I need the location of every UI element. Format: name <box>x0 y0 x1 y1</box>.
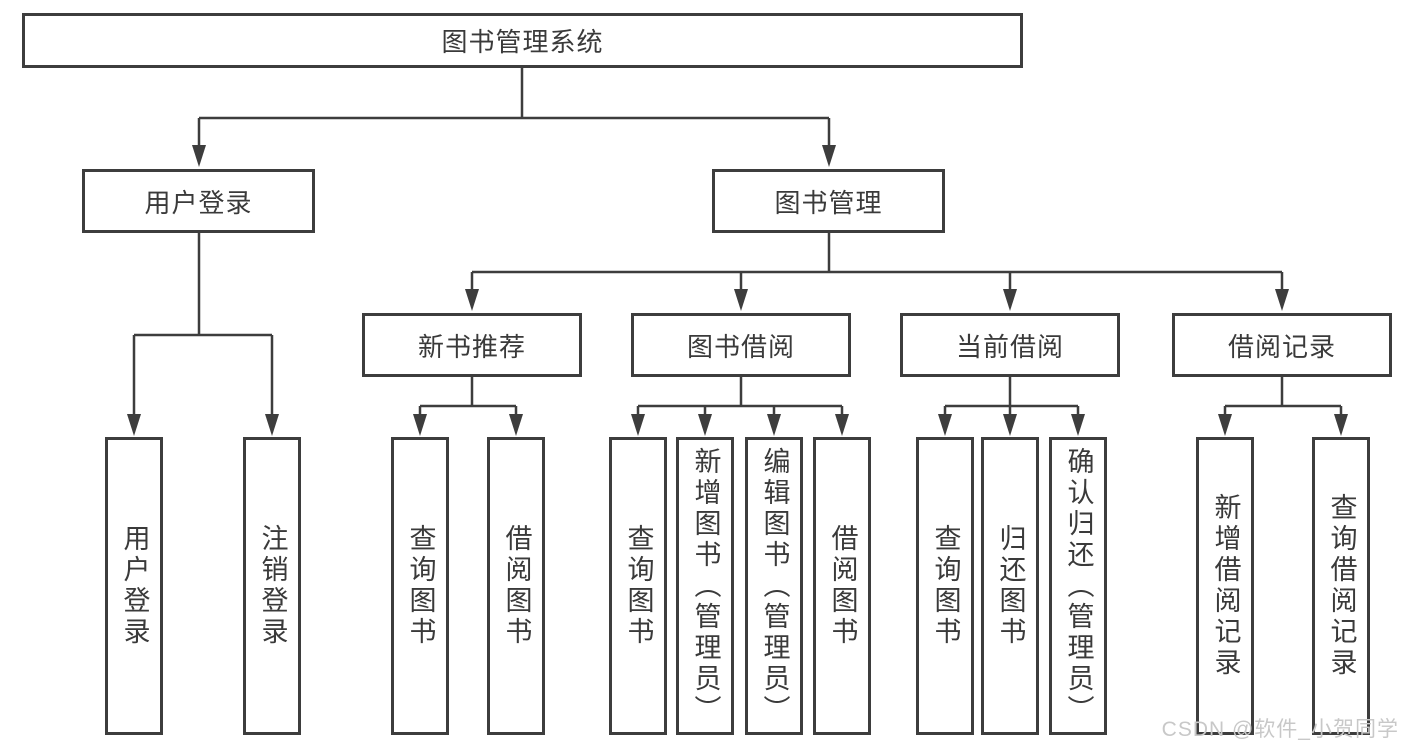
arrowheads <box>127 145 1348 436</box>
leaf-user-login: 用户登录 <box>105 437 163 735</box>
leaf-query-books-borrow: 查询图书 <box>609 437 667 735</box>
node-book-borrow: 图书借阅 <box>631 313 851 377</box>
watermark-csdn: CSDN @软件_小贺同学 <box>1161 718 1399 741</box>
node-new-book-recommend: 新书推荐 <box>362 313 582 377</box>
leaf-query-books-current: 查询图书 <box>916 437 974 735</box>
leaf-label: 新增图书（管理员） <box>690 446 721 726</box>
leaf-return-book: 归还图书 <box>981 437 1039 735</box>
leaf-query-borrow-record: 查询借阅记录 <box>1312 437 1370 735</box>
leaf-label: 查询图书 <box>405 524 436 648</box>
leaf-label: 归还图书 <box>995 524 1026 648</box>
leaf-confirm-return-admin: 确认归还（管理员） <box>1049 437 1107 735</box>
leaf-label: 注销登录 <box>257 524 288 648</box>
leaf-add-borrow-record: 新增借阅记录 <box>1196 437 1254 735</box>
leaf-label: 借阅图书 <box>827 524 858 648</box>
leaf-borrow-books: 借阅图书 <box>813 437 871 735</box>
node-library-system: 图书管理系统 <box>22 13 1023 68</box>
leaf-edit-book-admin: 编辑图书（管理员） <box>745 437 803 735</box>
node-user-login: 用户登录 <box>82 169 315 233</box>
leaf-label: 查询图书 <box>623 524 654 648</box>
node-current-borrow: 当前借阅 <box>900 313 1120 377</box>
leaf-label: 查询图书 <box>930 524 961 648</box>
leaf-label: 新增借阅记录 <box>1210 493 1241 679</box>
leaf-label: 确认归还（管理员） <box>1063 446 1094 726</box>
leaf-logout: 注销登录 <box>243 437 301 735</box>
node-book-management: 图书管理 <box>712 169 945 233</box>
leaf-label: 用户登录 <box>119 524 150 648</box>
node-borrow-records: 借阅记录 <box>1172 313 1392 377</box>
leaf-borrow-books-recommend: 借阅图书 <box>487 437 545 735</box>
leaf-label: 查询借阅记录 <box>1326 493 1357 679</box>
leaf-add-book-admin: 新增图书（管理员） <box>676 437 734 735</box>
leaf-label: 借阅图书 <box>501 524 532 648</box>
leaf-query-books-recommend: 查询图书 <box>391 437 449 735</box>
leaf-label: 编辑图书（管理员） <box>759 446 790 726</box>
